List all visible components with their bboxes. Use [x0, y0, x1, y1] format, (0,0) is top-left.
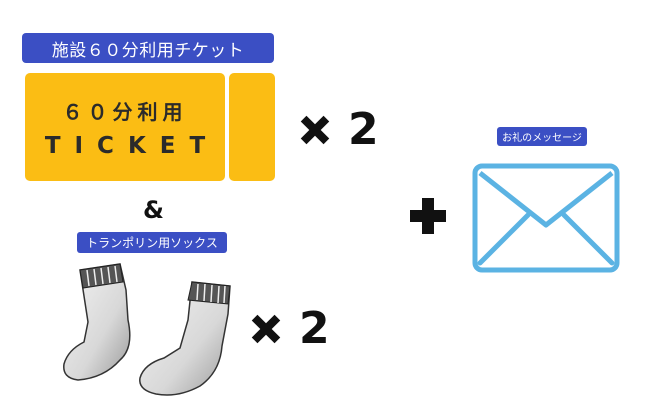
ticket-card: ６０分利用 TICKET [25, 73, 225, 181]
socks-quantity-number: 2 [299, 303, 330, 354]
plus-icon [410, 198, 446, 234]
ticket-subtitle: TICKET [44, 132, 220, 159]
socks-quantity: 2 [247, 307, 330, 351]
socks-icon [63, 263, 231, 396]
socks-label: トランポリン用ソックス [77, 232, 227, 253]
envelope-icon [472, 163, 620, 273]
cross-mark-icon [300, 115, 330, 145]
facility-ticket-label: 施設６０分利用チケット [22, 33, 274, 63]
ampersand: & [143, 196, 164, 224]
ticket-title: ６０分利用 [62, 99, 188, 124]
ticket-quantity-number: 2 [348, 104, 379, 155]
ticket-quantity: 2 [296, 108, 379, 152]
message-label: お礼のメッセージ [497, 127, 587, 146]
ticket-stub [229, 73, 275, 181]
cross-mark-icon [251, 314, 281, 344]
